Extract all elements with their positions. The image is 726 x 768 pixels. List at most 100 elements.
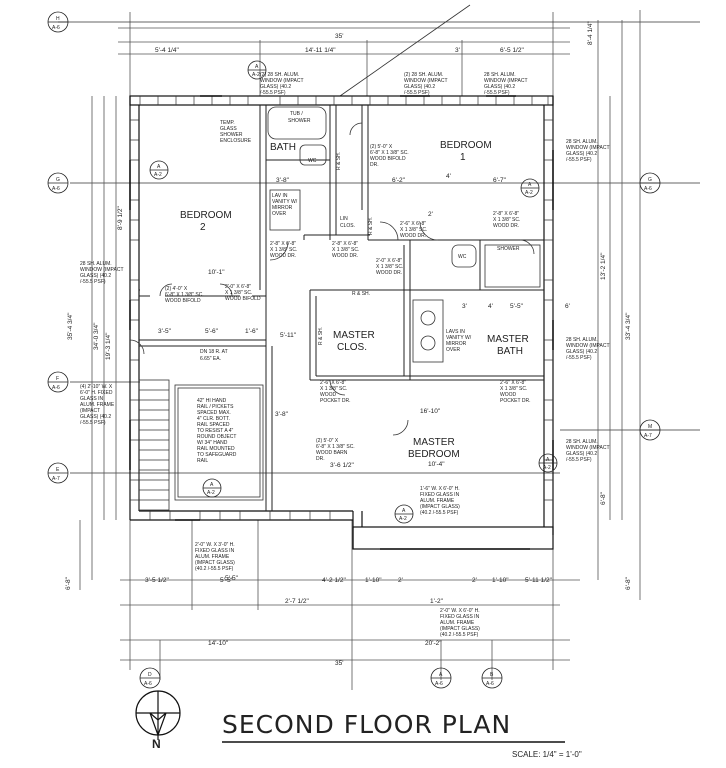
north-arrow-icon bbox=[135, 690, 181, 740]
svg-text:R & SH.: R & SH. bbox=[352, 291, 370, 297]
svg-text:8'-4 1/4": 8'-4 1/4" bbox=[587, 21, 594, 45]
svg-text:(2) 28 SH. ALUM.: (2) 28 SH. ALUM. bbox=[404, 72, 443, 78]
svg-text:2'-6" X 6'-8": 2'-6" X 6'-8" bbox=[400, 221, 426, 227]
section-callouts bbox=[149, 60, 558, 524]
svg-text:GLASS) (40.2: GLASS) (40.2 bbox=[80, 273, 111, 279]
svg-text:GLASS) (40.2: GLASS) (40.2 bbox=[484, 84, 515, 90]
svg-text:TEMP.: TEMP. bbox=[220, 120, 235, 126]
svg-text:28 SH. ALUM.: 28 SH. ALUM. bbox=[566, 337, 598, 343]
svg-text:2'-6" X 6'-8": 2'-6" X 6'-8" bbox=[320, 380, 346, 386]
windows bbox=[129, 95, 554, 550]
svg-text:FIXED GLASS IN: FIXED GLASS IN bbox=[195, 548, 235, 554]
svg-text:WINDOW (IMPACT: WINDOW (IMPACT bbox=[80, 267, 124, 273]
room-master-bedroom-2: BEDROOM bbox=[408, 449, 460, 460]
svg-text:WINDOW (IMPACT: WINDOW (IMPACT bbox=[484, 78, 528, 84]
svg-text:3'-5": 3'-5" bbox=[158, 328, 172, 335]
svg-text:A-2: A-2 bbox=[154, 172, 162, 178]
svg-text:2'-7 1/2": 2'-7 1/2" bbox=[285, 598, 309, 605]
svg-text:W/ 34" HAND: W/ 34" HAND bbox=[197, 440, 228, 446]
svg-text:GLASS) (40.2: GLASS) (40.2 bbox=[260, 84, 291, 90]
svg-text:B: B bbox=[490, 672, 494, 678]
svg-text:3'-8": 3'-8" bbox=[275, 411, 289, 418]
svg-text:2': 2' bbox=[398, 577, 403, 584]
room-master-bedroom: MASTER bbox=[413, 437, 455, 448]
svg-text:14'-11 1/4": 14'-11 1/4" bbox=[305, 47, 336, 54]
svg-text:ROUND OBJECT: ROUND OBJECT bbox=[197, 434, 236, 440]
svg-text:35': 35' bbox=[335, 33, 343, 40]
svg-text:X 1 3/8" SC.: X 1 3/8" SC. bbox=[270, 247, 297, 253]
svg-text:/-55.5 PSF): /-55.5 PSF) bbox=[484, 90, 510, 96]
svg-text:A: A bbox=[439, 672, 443, 678]
svg-text:5'-11 1/2": 5'-11 1/2" bbox=[525, 577, 553, 584]
svg-text:VANITY W/: VANITY W/ bbox=[446, 335, 472, 341]
svg-text:WINDOW (IMPACT: WINDOW (IMPACT bbox=[260, 78, 304, 84]
svg-text:6.65" EA.: 6.65" EA. bbox=[200, 356, 221, 362]
svg-text:ALUM. FRAME: ALUM. FRAME bbox=[195, 554, 230, 560]
svg-text:TO SAFEGUARD: TO SAFEGUARD bbox=[197, 452, 237, 458]
svg-text:1'-10": 1'-10" bbox=[365, 577, 382, 584]
svg-text:/-55.5 PSF): /-55.5 PSF) bbox=[80, 279, 106, 285]
svg-text:28 SH. ALUM.: 28 SH. ALUM. bbox=[484, 72, 516, 78]
svg-text:2'-0" X 6'-8": 2'-0" X 6'-8" bbox=[225, 284, 251, 290]
svg-text:28 SH. ALUM.: 28 SH. ALUM. bbox=[80, 261, 112, 267]
svg-text:DR.: DR. bbox=[370, 162, 379, 168]
svg-text:ENCLOSURE: ENCLOSURE bbox=[220, 138, 252, 144]
svg-text:A-2: A-2 bbox=[399, 516, 407, 522]
scale-note: SCALE: 1/4" = 1'-0" bbox=[512, 750, 582, 759]
svg-text:6'-8": 6'-8" bbox=[65, 576, 72, 590]
svg-text:/-55.5 PSF): /-55.5 PSF) bbox=[260, 90, 286, 96]
room-lin-clos: LIN bbox=[340, 216, 348, 222]
svg-text:WINDOW (IMPACT: WINDOW (IMPACT bbox=[566, 445, 610, 451]
svg-text:A-6: A-6 bbox=[435, 681, 443, 687]
svg-text:WINDOW (IMPACT: WINDOW (IMPACT bbox=[404, 78, 448, 84]
svg-text:TO RESIST A 4": TO RESIST A 4" bbox=[197, 428, 234, 434]
svg-text:A: A bbox=[255, 64, 259, 70]
svg-text:GLASS: GLASS bbox=[220, 126, 237, 132]
svg-text:H: H bbox=[56, 16, 60, 22]
svg-text:5'-5": 5'-5" bbox=[510, 303, 524, 310]
svg-text:GLASS) (40.2: GLASS) (40.2 bbox=[566, 451, 597, 457]
svg-text:4" CLR. BOTT.: 4" CLR. BOTT. bbox=[197, 416, 230, 422]
svg-text:POCKET DR.: POCKET DR. bbox=[500, 398, 530, 404]
svg-text:F: F bbox=[56, 376, 59, 382]
svg-text:3'-5 1/2": 3'-5 1/2" bbox=[145, 577, 169, 584]
svg-text:LAVS IN: LAVS IN bbox=[446, 329, 465, 335]
svg-text:(40.2 /-55.5 PSF): (40.2 /-55.5 PSF) bbox=[440, 632, 479, 638]
room-shower: SHOWER bbox=[497, 246, 520, 252]
svg-text:RAIL SPACED: RAIL SPACED bbox=[197, 422, 230, 428]
room-master-bath-2: BATH bbox=[497, 346, 523, 357]
svg-text:VANITY W/: VANITY W/ bbox=[272, 199, 298, 205]
room-tub: TUB / bbox=[290, 111, 303, 117]
svg-text:LAV IN: LAV IN bbox=[272, 193, 288, 199]
grid-bubble-labels: H A-6 G A-6 F A-6 E A-7 G A-6 M A-7 D A-… bbox=[52, 16, 652, 687]
svg-text:5'-5": 5'-5" bbox=[220, 577, 234, 584]
reference-lines bbox=[58, 4, 700, 690]
svg-text:DR.: DR. bbox=[316, 456, 325, 462]
svg-text:3': 3' bbox=[455, 47, 460, 54]
room-lin-clos-2: CLOS. bbox=[340, 223, 355, 229]
svg-text:8'-9 1/2": 8'-9 1/2" bbox=[117, 206, 124, 230]
svg-text:42" HI HAND: 42" HI HAND bbox=[197, 398, 227, 404]
svg-text:A-6: A-6 bbox=[486, 681, 494, 687]
svg-text:A: A bbox=[210, 482, 214, 488]
svg-text:6'-8": 6'-8" bbox=[625, 576, 632, 590]
north-label: N bbox=[152, 737, 161, 751]
svg-text:RAIL MOUNTED: RAIL MOUNTED bbox=[197, 446, 235, 452]
svg-text:/-55.5 PSF): /-55.5 PSF) bbox=[80, 420, 106, 426]
svg-text:2'-8" X 6'-8": 2'-8" X 6'-8" bbox=[493, 211, 519, 217]
svg-text:6'-8": 6'-8" bbox=[600, 491, 607, 505]
svg-text:D: D bbox=[148, 672, 152, 678]
svg-text:(IMPACT GLASS): (IMPACT GLASS) bbox=[420, 504, 460, 510]
svg-text:6'-8" X 1 3/8" SC.: 6'-8" X 1 3/8" SC. bbox=[316, 444, 355, 450]
interior-walls bbox=[139, 105, 544, 511]
svg-text:A-6: A-6 bbox=[52, 25, 60, 31]
svg-text:19'-3 1/4": 19'-3 1/4" bbox=[105, 332, 112, 360]
svg-text:(2) 4'-0" X: (2) 4'-0" X bbox=[165, 286, 188, 292]
svg-text:2'-8" X 6'-8": 2'-8" X 6'-8" bbox=[332, 241, 358, 247]
svg-text:GLASS) (40.2: GLASS) (40.2 bbox=[566, 349, 597, 355]
svg-text:A-6: A-6 bbox=[144, 681, 152, 687]
room-master-clos-2: CLOS. bbox=[337, 342, 367, 353]
svg-text:GLASS) (40.2: GLASS) (40.2 bbox=[80, 414, 111, 420]
svg-text:6'-8" X 1 3/8" SC.: 6'-8" X 1 3/8" SC. bbox=[165, 292, 204, 298]
svg-text:DN 18 R. AT: DN 18 R. AT bbox=[200, 349, 228, 355]
